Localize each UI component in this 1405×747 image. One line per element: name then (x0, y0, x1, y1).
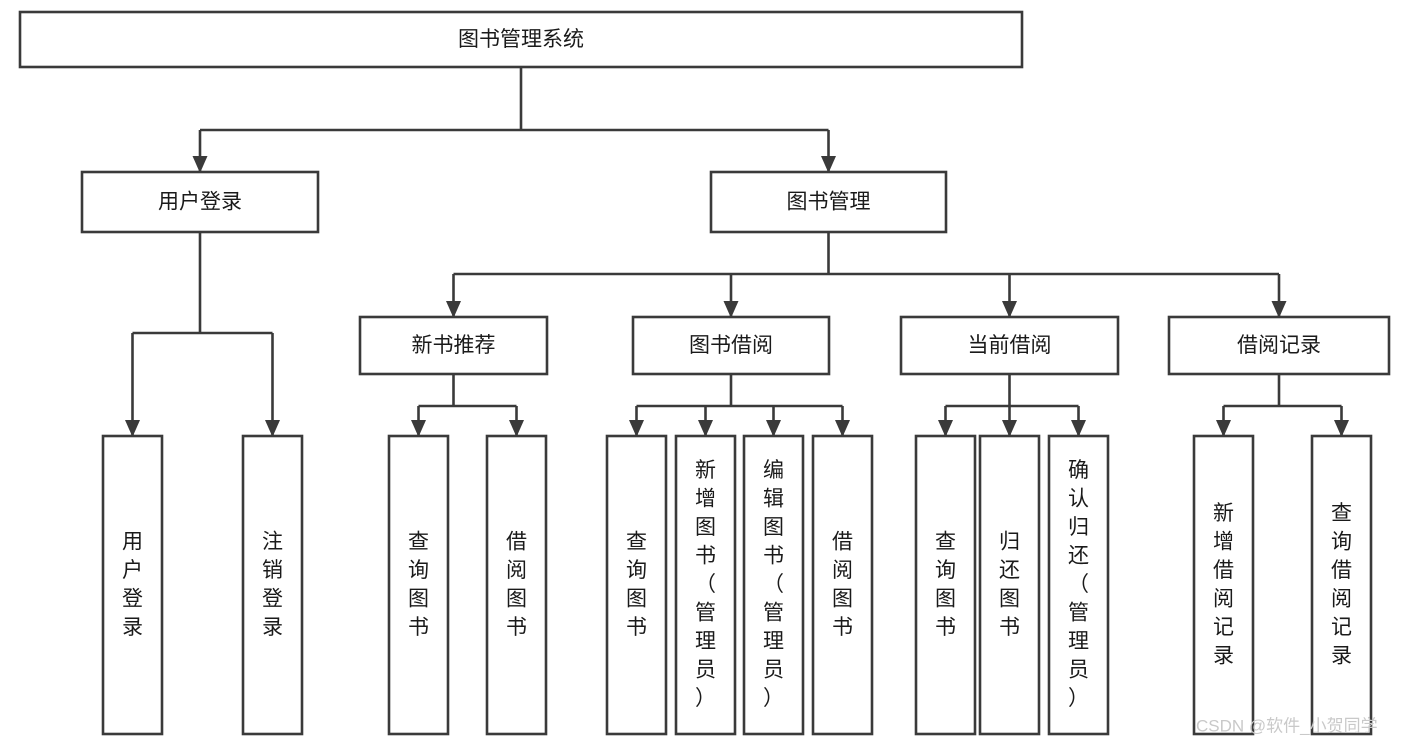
arrow-head-icon (509, 420, 524, 437)
node-label-leaf-return-book: 归还图书 (999, 530, 1020, 639)
node-leaf-query-book[interactable]: 查询图书 (605, 434, 668, 736)
node-label-new-book-rec: 新书推荐 (412, 334, 496, 357)
node-label-leaf-borrow-book: 借阅图书 (832, 530, 853, 639)
node-label-leaf-query-book: 查询图书 (626, 530, 647, 639)
arrow-head-icon (698, 420, 713, 437)
node-leaf-user-login[interactable]: 用户登录 (101, 434, 164, 736)
node-leaf-user-logout[interactable]: 注销登录 (241, 434, 304, 736)
node-box-leaf-return-book[interactable] (978, 434, 1041, 736)
arrow-head-icon (766, 420, 781, 437)
node-root[interactable]: 图书管理系统 (18, 10, 1024, 69)
node-label-leaf-user-login: 用户登录 (122, 530, 143, 639)
node-leaf-query-book-cur[interactable]: 查询图书 (914, 434, 977, 736)
arrow-head-icon (1002, 420, 1017, 437)
node-label-leaf-query-book-rec: 查询图书 (408, 530, 429, 639)
node-book-borrow[interactable]: 图书借阅 (631, 315, 831, 376)
arrow-head-icon (1002, 301, 1017, 318)
arrow-head-icon (192, 156, 208, 173)
node-box-user-login[interactable] (80, 170, 320, 234)
node-box-leaf-query-book-rec[interactable] (387, 434, 450, 736)
node-leaf-confirm-return[interactable]: 确认归还（管理员） (1047, 434, 1110, 736)
node-leaf-edit-book[interactable]: 编辑图书（管理员） (742, 434, 805, 736)
node-label-leaf-add-book: 新增图书（管理员） (695, 459, 716, 710)
node-box-borrow-record[interactable] (1167, 315, 1391, 376)
node-box-book-manage[interactable] (709, 170, 948, 234)
arrow-head-icon (265, 420, 280, 437)
node-label-leaf-borrow-book-rec: 借阅图书 (506, 530, 527, 639)
node-label-root: 图书管理系统 (458, 28, 584, 51)
node-box-new-book-rec[interactable] (358, 315, 549, 376)
node-book-manage[interactable]: 图书管理 (709, 170, 948, 234)
node-box-leaf-query-book-cur[interactable] (914, 434, 977, 736)
arrow-head-icon (938, 420, 953, 437)
node-box-root[interactable] (18, 10, 1024, 69)
node-current-borrow[interactable]: 当前借阅 (899, 315, 1120, 376)
arrow-head-icon (1216, 420, 1231, 437)
node-box-leaf-query-book[interactable] (605, 434, 668, 736)
node-box-leaf-edit-book[interactable] (742, 434, 805, 736)
node-leaf-query-record[interactable]: 查询借阅记录 (1310, 434, 1373, 736)
node-label-leaf-query-record: 查询借阅记录 (1331, 501, 1352, 667)
node-box-leaf-confirm-return[interactable] (1047, 434, 1110, 736)
node-box-leaf-add-record[interactable] (1192, 434, 1255, 736)
arrow-head-icon (821, 156, 836, 173)
node-label-leaf-add-record: 新增借阅记录 (1213, 501, 1234, 667)
node-layer: 图书管理系统用户登录图书管理新书推荐图书借阅当前借阅借阅记录用户登录注销登录查询… (18, 10, 1391, 736)
node-box-current-borrow[interactable] (899, 315, 1120, 376)
arrow-head-icon (1071, 420, 1086, 437)
node-leaf-borrow-book[interactable]: 借阅图书 (811, 434, 874, 736)
node-label-user-login: 用户登录 (158, 191, 242, 214)
arrow-head-icon (446, 301, 461, 318)
connector-layer (125, 67, 1349, 437)
node-box-book-borrow[interactable] (631, 315, 831, 376)
arrow-head-icon (723, 301, 739, 318)
node-label-borrow-record: 借阅记录 (1237, 334, 1321, 357)
node-label-current-borrow: 当前借阅 (968, 334, 1052, 357)
arrow-head-icon (629, 420, 644, 437)
node-leaf-borrow-book-rec[interactable]: 借阅图书 (485, 434, 548, 736)
node-box-leaf-user-logout[interactable] (241, 434, 304, 736)
arrow-head-icon (1271, 301, 1287, 318)
node-label-leaf-query-book-cur: 查询图书 (935, 530, 956, 639)
node-leaf-return-book[interactable]: 归还图书 (978, 434, 1041, 736)
node-box-leaf-add-book[interactable] (674, 434, 737, 736)
node-borrow-record[interactable]: 借阅记录 (1167, 315, 1391, 376)
arrow-head-icon (835, 420, 850, 437)
node-label-leaf-user-logout: 注销登录 (262, 530, 283, 639)
node-box-leaf-borrow-book[interactable] (811, 434, 874, 736)
node-leaf-add-record[interactable]: 新增借阅记录 (1192, 434, 1255, 736)
node-label-book-borrow: 图书借阅 (689, 334, 773, 357)
node-user-login[interactable]: 用户登录 (80, 170, 320, 234)
node-label-leaf-confirm-return: 确认归还（管理员） (1068, 459, 1089, 710)
arrow-head-icon (411, 420, 426, 437)
node-box-leaf-borrow-book-rec[interactable] (485, 434, 548, 736)
node-box-leaf-user-login[interactable] (101, 434, 164, 736)
node-box-leaf-query-record[interactable] (1310, 434, 1373, 736)
csdn-watermark: CSDN @软件_小贺同学 (1196, 716, 1378, 735)
node-label-leaf-edit-book: 编辑图书（管理员） (763, 459, 784, 710)
node-new-book-rec[interactable]: 新书推荐 (358, 315, 549, 376)
node-label-book-manage: 图书管理 (787, 191, 871, 214)
node-leaf-add-book[interactable]: 新增图书（管理员） (674, 434, 737, 736)
arrow-head-icon (1334, 420, 1349, 437)
node-leaf-query-book-rec[interactable]: 查询图书 (387, 434, 450, 736)
watermark-layer: CSDN @软件_小贺同学 (1196, 716, 1378, 735)
arrow-head-icon (125, 420, 140, 437)
